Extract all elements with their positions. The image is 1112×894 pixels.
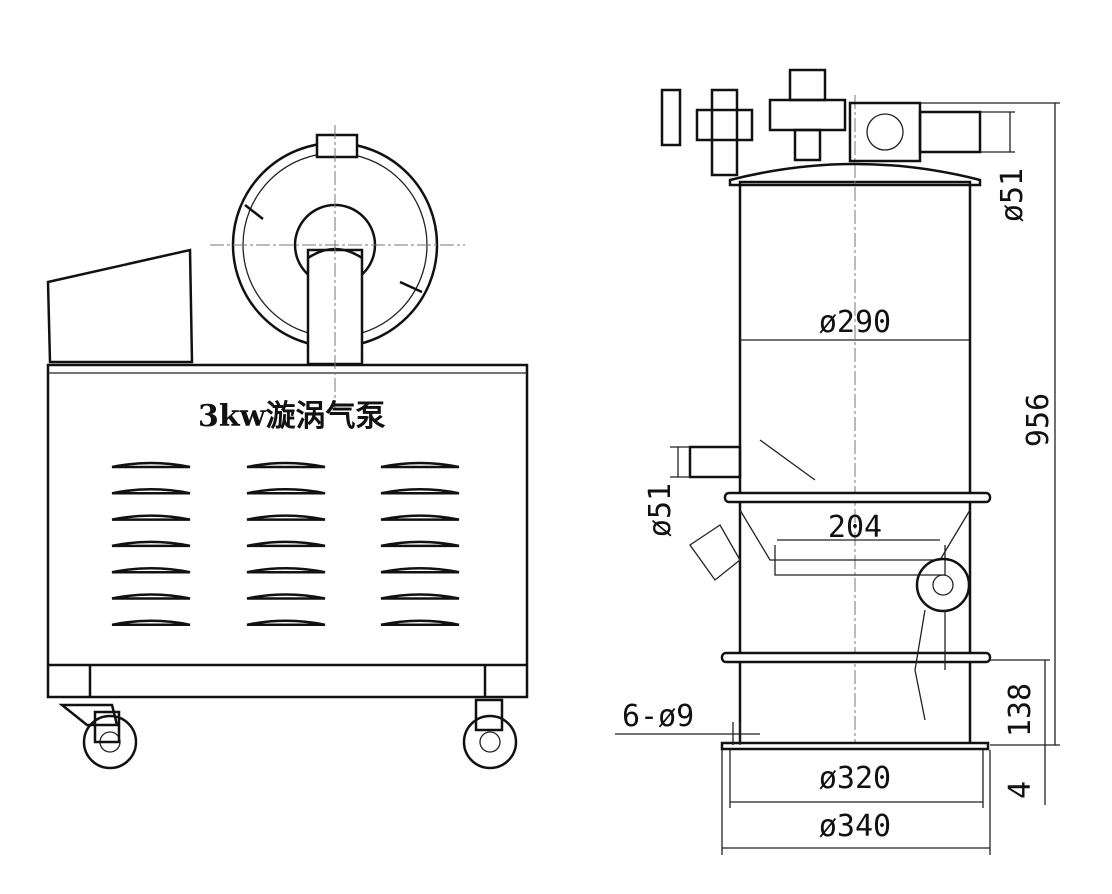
dim-inner-base-diameter: ø320 [819, 761, 891, 796]
louver-slot [246, 540, 326, 548]
louver-slot [111, 514, 191, 521]
flange-middle [723, 491, 992, 504]
base-plate [720, 741, 990, 751]
dim-inlet-diameter: ø51 [643, 483, 678, 537]
louver-slot [111, 488, 191, 495]
louver-slot [111, 461, 191, 469]
louver-slot [380, 540, 460, 548]
dim-outer-base-diameter: ø340 [819, 809, 891, 844]
louver-slot [111, 593, 191, 600]
discharge-valve [915, 557, 971, 613]
louver-slot [380, 566, 460, 574]
louver-slot [246, 461, 326, 469]
dim-bolt-holes: 6-ø9 [622, 699, 694, 734]
louver-slot [380, 488, 460, 495]
caster-wheel-left [58, 703, 138, 770]
louvers [111, 461, 460, 627]
louver-slot [246, 566, 326, 574]
louver-slot [380, 461, 460, 469]
louver-slot [246, 514, 326, 521]
vacuum-hopper: ø290 956 ø51 ø51 204 6-ø9 138 4 ø320 ø34… [615, 68, 1060, 855]
louver-slot [246, 593, 326, 600]
pump-hood [46, 248, 194, 364]
pump-cabinet [46, 363, 529, 699]
caster-wheel-right [462, 698, 518, 770]
hopper-lid [728, 162, 982, 187]
outlet-pipe [315, 133, 359, 159]
inlet-port [688, 445, 742, 479]
louver-slot [380, 514, 460, 521]
louver-slot [111, 619, 191, 627]
louver-slot [380, 619, 460, 627]
dim-body-diameter: ø290 [819, 305, 891, 340]
louver-slot [380, 593, 460, 600]
dim-outlet-diameter: ø51 [995, 168, 1030, 222]
dim-base-thickness: 4 [1003, 781, 1038, 799]
louver-slot [111, 566, 191, 574]
louver-slot [246, 488, 326, 495]
filter-housing [848, 101, 922, 163]
dim-hopper-width: 204 [828, 510, 882, 545]
pump-label: 3kw漩涡气泵 [198, 399, 386, 434]
louver-slot [246, 619, 326, 627]
dim-height: 956 [1021, 393, 1056, 447]
dim-bottom-height: 138 [1003, 683, 1038, 737]
louver-slot [111, 540, 191, 548]
vortex-pump-cart: 3kw漩涡气泵 [46, 125, 529, 770]
flange-bottom [720, 651, 992, 664]
